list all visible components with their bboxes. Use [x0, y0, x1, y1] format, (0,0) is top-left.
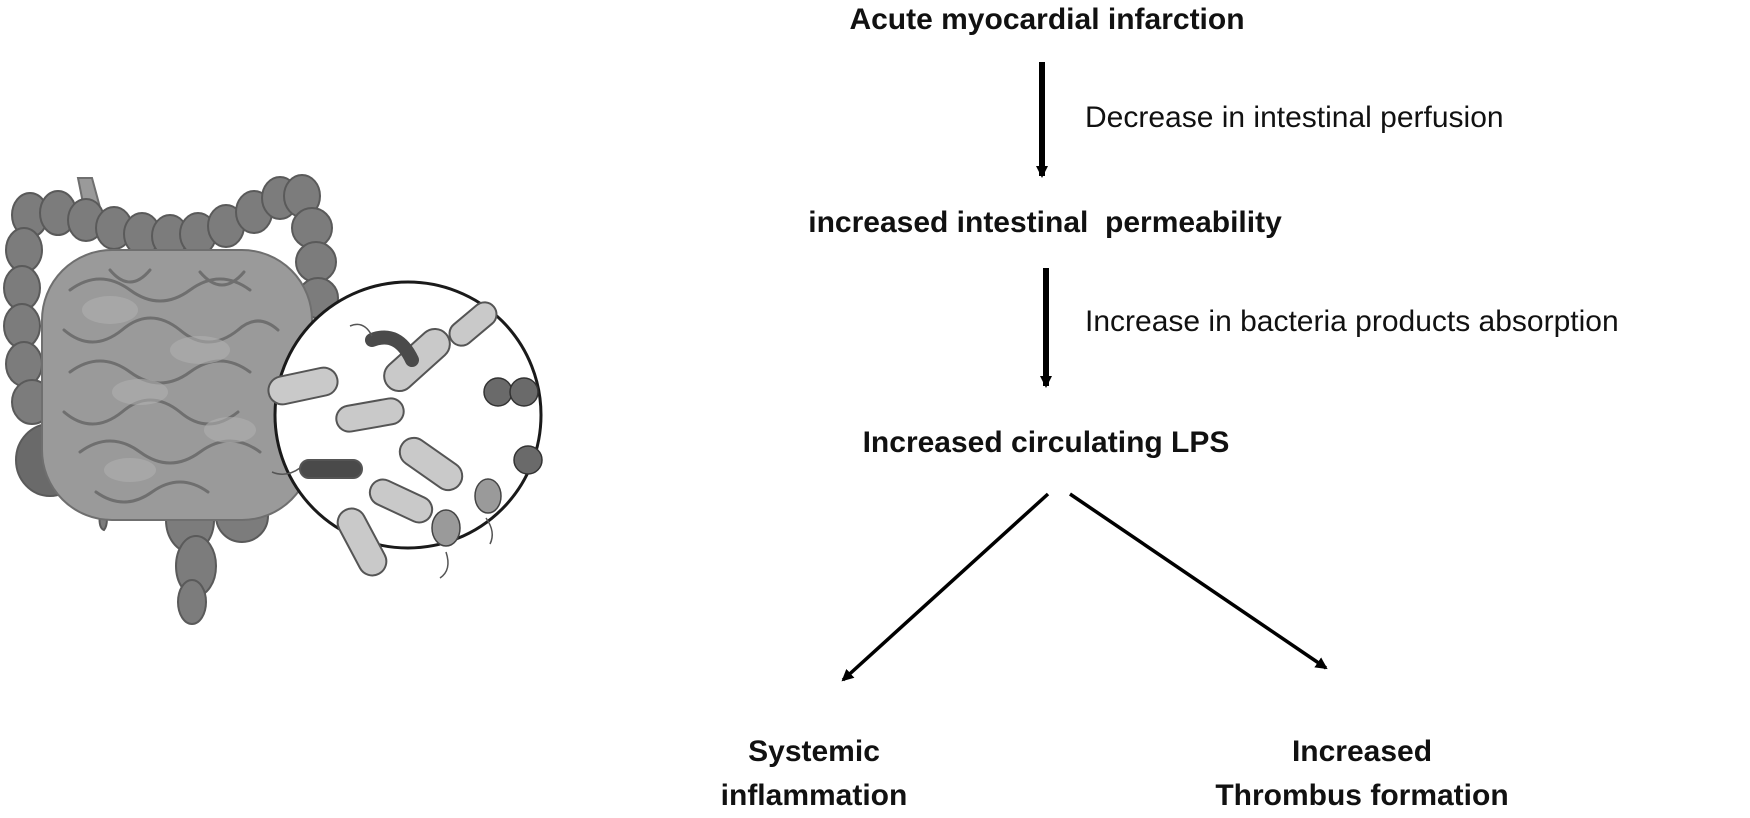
rod-bacterium-icon	[368, 478, 434, 524]
spirillum-icon	[365, 330, 419, 367]
arrow-lps-to-inflammation	[841, 492, 1050, 682]
node-systemic-inflammation-line1: Systemic	[748, 735, 880, 768]
oval-bacterium-icon	[431, 509, 461, 547]
edge-label-increase-absorption: Increase in bacteria products absorption	[1085, 305, 1619, 338]
coccus-bacterium-icon	[483, 377, 543, 475]
node-increased-thrombus-formation-line1: Increased	[1291, 735, 1433, 768]
bacteria-magnifier-icon	[267, 280, 543, 579]
rod-bacterium-icon	[398, 436, 464, 492]
rod-bacterium-icon	[336, 507, 388, 577]
node-increased-intestinal-permeability-text: increased intestinal permeability	[808, 206, 1282, 239]
node-increased-thrombus-formation-line2: Thrombus formation	[1215, 779, 1509, 812]
rod-bacterium-icon	[335, 397, 405, 433]
node-increased-intestinal-permeability: increased intestinal permeability	[808, 202, 1282, 244]
intestine-illustration-icon	[3, 174, 543, 625]
node-increased-circulating-lps: Increased circulating LPS	[862, 426, 1230, 459]
rod-bacterium-icon	[267, 366, 339, 406]
node-systemic-inflammation-line2: inflammation	[720, 779, 908, 812]
node-increased-thrombus-formation: Increased Thrombus formation	[1215, 730, 1508, 818]
node-acute-myocardial-infarction: Acute myocardial infarction	[849, 3, 1245, 36]
oval-bacterium-icon	[474, 478, 502, 514]
rod-bacterium-dark-icon	[299, 459, 363, 479]
arrow-lps-to-thrombus	[1069, 492, 1328, 670]
small-intestine-icon	[41, 249, 313, 521]
rod-bacterium-icon	[448, 301, 498, 347]
node-systemic-inflammation: Systemic inflammation	[721, 730, 908, 818]
edge-label-decrease-perfusion: Decrease in intestinal perfusion	[1085, 101, 1504, 134]
